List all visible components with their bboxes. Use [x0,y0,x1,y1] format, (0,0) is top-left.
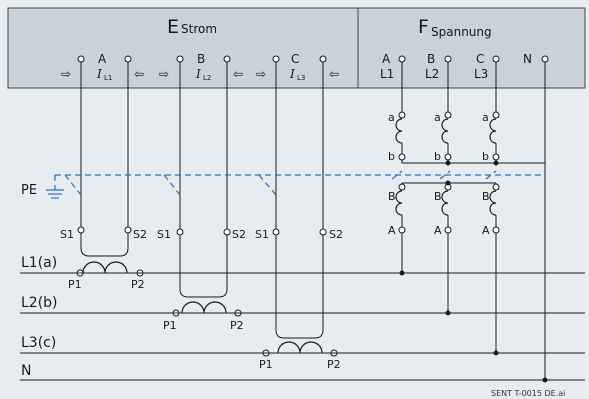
terminal-block-panel [7,7,586,89]
vt-a-A-label: A [388,224,396,237]
ct-b-s2-label: S2 [232,228,246,241]
vt-star-node-b [445,160,451,166]
header-strom-label: Strom [181,22,217,36]
pe-branch-a [64,174,82,196]
flow-arrow-in-a-icon: ⇨ [61,67,71,81]
pe-branch-vt-b [439,170,451,180]
ct-b-p2-label: P2 [230,319,244,332]
drawing-reference: SENT T-0015 DE.ai [491,389,565,398]
junction-l1-vt-a [399,270,405,276]
ct-b-out-terminal [223,55,231,63]
vt-c-B-label: B [482,190,490,203]
ct-a-s2-label: S2 [133,228,147,241]
ct-c-p2-label: P2 [327,358,341,371]
vt-terminal-line-l3: L3 [474,67,488,81]
ct-c-s2-terminal [319,228,327,236]
flow-arrow-out-b-icon: ⇦ [233,67,243,81]
vt-terminal-letter-n: N [523,52,532,66]
header-strom-letter: E [167,16,179,38]
ct-c-out-terminal [319,55,327,63]
pe-branch-vt-c [485,170,497,180]
ct-b-secondary-loop [179,235,228,298]
header-spannung-label: Spannung [431,25,492,39]
ct-b-s2-terminal [223,228,231,236]
ct-b-in-terminal [176,55,184,63]
bus-label-l3: L3(c) [21,335,56,351]
pe-branch-vt-a [391,170,403,180]
ct-terminal-symbol-c: I [289,67,295,81]
ct-c-in-terminal [272,55,280,63]
flow-arrow-in-b-icon: ⇨ [159,67,169,81]
ct-terminal-letter-c: C [291,52,299,66]
pe-branch-b [163,174,181,196]
junction-l2-vt-b [445,310,451,316]
bus-label-n: N [21,363,31,379]
ct-c-s1-terminal [272,228,280,236]
ct-terminal-letter-b: B [197,52,205,66]
vt-star-node-c [493,160,499,166]
ct-a-in-terminal [77,55,85,63]
ct-c-s1-label: S1 [255,228,269,241]
ct-terminal-sub-a: L1 [104,74,112,82]
ct-a-s1-terminal [77,226,85,234]
ct-b-s1-label: S1 [157,228,171,241]
ground-icon [46,189,64,199]
pe-label: PE [21,183,37,198]
vt-terminal-letter-a: A [382,52,391,66]
vt-c-b-label: b [482,150,489,163]
ct-b-p1-label: P1 [163,319,177,332]
ct-a-out-terminal [124,55,132,63]
vt-c-a-label: a [482,111,489,124]
ct-a-secondary-loop [80,233,129,257]
header-spannung-letter: F [418,16,429,38]
vt-a [395,55,406,272]
ct-b-coil [181,301,227,314]
bus-label-l2: L2(b) [21,295,58,311]
ct-c-secondary-loop [275,235,324,339]
flow-arrow-out-c-icon: ⇦ [329,67,339,81]
ct-c-coil [277,341,323,354]
vt-c [489,55,500,352]
vt-b-A-label: A [434,224,442,237]
ct-a-s1-label: S1 [60,228,74,241]
ct-terminal-letter-a: A [98,52,107,66]
vt-b-B-label: B [434,190,442,203]
vt-terminal-line-l2: L2 [425,67,439,81]
ct-a-coil [82,261,128,274]
ct-c-p1-label: P1 [259,358,273,371]
vt-c-A-label: A [482,224,490,237]
vt-primary-node-b [445,180,451,186]
flow-arrow-in-c-icon: ⇨ [256,67,266,81]
ct-a-p2-label: P2 [131,278,145,291]
ct-c-s2-label: S2 [329,228,343,241]
ct-terminal-symbol-b: I [195,67,201,81]
ct-terminal-sub-b: L2 [203,74,211,82]
vt-terminal-line-l1: L1 [380,67,394,81]
vt-a-b-label: b [388,150,395,163]
vt-a-a-label: a [388,111,395,124]
ct-a-s2-terminal [124,226,132,234]
ct-terminal-symbol-a: I [96,67,102,81]
bus-label-l1: L1(a) [21,255,57,271]
ct-b-s1-terminal [176,228,184,236]
junction-n [542,377,548,383]
vt-terminal-letter-c: C [476,52,484,66]
vt-b-b-label: b [434,150,441,163]
ct-a-p1-label: P1 [68,278,82,291]
ct-terminal-sub-c: L3 [297,74,305,82]
pe-branch-c [258,174,277,196]
vt-terminal-letter-b: B [427,52,435,66]
vt-neutral-terminal [541,55,549,63]
vt-b-a-label: a [434,111,441,124]
junction-l3-vt-c [493,350,499,356]
vt-a-B-label: B [388,190,396,203]
flow-arrow-out-a-icon: ⇦ [134,67,144,81]
